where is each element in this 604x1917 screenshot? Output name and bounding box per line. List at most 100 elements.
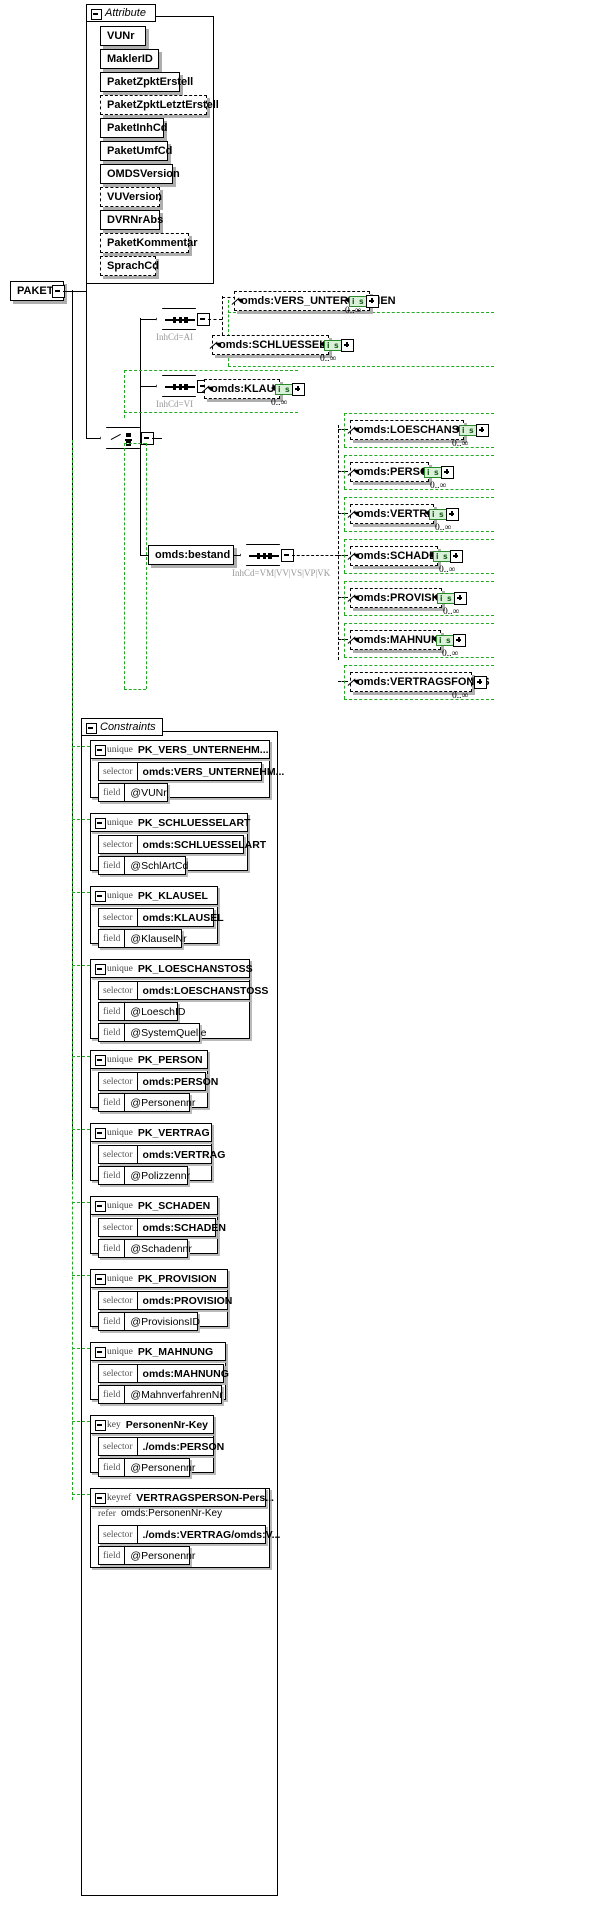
- constraint-header-pk-provision[interactable]: unique PK_PROVISION: [90, 1269, 228, 1288]
- field-value: @SchlArtCd: [130, 859, 189, 872]
- constraint-selector-row[interactable]: selector omds:PERSON: [98, 1072, 218, 1091]
- mahnung-expander-icon[interactable]: [453, 634, 466, 647]
- vertrag-expander-icon[interactable]: [446, 508, 459, 521]
- element-loeschanstoss[interactable]: omds:LOESCHANSTOSS: [350, 420, 489, 440]
- constraint-field-row[interactable]: field @Personennr: [98, 1093, 195, 1112]
- root-element-paket[interactable]: PAKET: [10, 281, 64, 301]
- collapse-icon[interactable]: [95, 1274, 106, 1285]
- attribute-paketinhcd[interactable]: PaketInhCd: [100, 118, 168, 138]
- constraint-selector-row[interactable]: selector omds:SCHLUESSELART: [98, 835, 266, 854]
- schaden-expander-icon[interactable]: [450, 550, 463, 563]
- collapse-icon[interactable]: [95, 1420, 106, 1431]
- constraints-group-title: Constraints: [100, 720, 156, 733]
- schluesselart-expander-icon[interactable]: [341, 339, 354, 352]
- element-person[interactable]: omds:PERSON: [350, 462, 436, 482]
- sequence-compositor-vi[interactable]: [156, 375, 202, 397]
- element-schaden[interactable]: omds:SCHADEN: [350, 546, 444, 566]
- constraints-group-header[interactable]: Constraints: [81, 718, 163, 736]
- constraint-field-row[interactable]: field @Polizzennr: [98, 1166, 190, 1185]
- element-provision[interactable]: omds:PROVISION: [350, 588, 451, 608]
- collapse-icon[interactable]: [95, 818, 106, 829]
- constraint-header-vertragsperson[interactable]: keyref VERTRAGSPERSON-Pers...: [90, 1488, 274, 1507]
- constraint-selector-row[interactable]: selector omds:MAHNUNG: [98, 1364, 229, 1383]
- attribute-group-header[interactable]: Attribute: [86, 4, 156, 22]
- collapse-icon[interactable]: [95, 964, 106, 975]
- collapse-icon[interactable]: [95, 1347, 106, 1358]
- attribute-dvrnrabs[interactable]: DVRNrAbs: [100, 210, 163, 230]
- collapse-icon[interactable]: [91, 9, 102, 20]
- constraint-field-row[interactable]: field @KlauselNr: [98, 929, 187, 948]
- group-outline: [344, 497, 345, 531]
- sequence-bestand-expander-icon[interactable]: [281, 549, 294, 562]
- constraint-field-row[interactable]: field @SchlArtCd: [98, 856, 188, 875]
- person-expander-icon[interactable]: [441, 466, 454, 479]
- collapse-icon[interactable]: [95, 745, 106, 756]
- constraint-selector-row[interactable]: selector omds:VERTRAG: [98, 1145, 225, 1164]
- connector: [140, 318, 156, 320]
- collapse-icon[interactable]: [95, 891, 106, 902]
- sequence-ai-expander-icon[interactable]: [197, 313, 210, 326]
- group-outline: [344, 489, 494, 490]
- sequence-compositor-bestand[interactable]: [240, 544, 286, 566]
- klausel-expander-icon[interactable]: [292, 383, 305, 396]
- attribute-vunr[interactable]: VUNr: [100, 26, 146, 46]
- attribute-vuversion[interactable]: VUVersion: [100, 187, 162, 207]
- attribute-paketumfcd[interactable]: PaketUmfCd: [100, 141, 172, 161]
- collapse-icon[interactable]: [95, 1201, 106, 1212]
- connector: [208, 318, 222, 320]
- constraint-header-pk-vertrag[interactable]: unique PK_VERTRAG: [90, 1123, 212, 1142]
- attribute-paketkommentar[interactable]: PaketKommentar: [100, 233, 197, 253]
- group-outline: [344, 581, 345, 615]
- collapse-icon[interactable]: [86, 723, 97, 734]
- vertragsfonds-expander-icon[interactable]: [474, 676, 487, 689]
- provision-expander-icon[interactable]: [454, 592, 467, 605]
- constraint-selector-row[interactable]: selector omds:LOESCHANSTOSS: [98, 981, 268, 1000]
- collapse-icon[interactable]: [95, 1493, 106, 1504]
- paket-expander-icon[interactable]: [52, 285, 65, 298]
- constraint-header-pk-person[interactable]: unique PK_PERSON: [90, 1050, 208, 1069]
- constraint-header-personennr-key[interactable]: key PersonenNr-Key: [90, 1415, 214, 1434]
- attribute-sprachcd[interactable]: SprachCd: [100, 256, 159, 276]
- element-mahnung[interactable]: omds:MAHNUNG: [350, 630, 447, 650]
- attribute-label: MaklerID: [107, 52, 153, 65]
- element-vertrag[interactable]: omds:VERTRAG: [350, 504, 444, 524]
- constraint-header-pk-schaden[interactable]: unique PK_SCHADEN: [90, 1196, 218, 1215]
- constraint-selector-row[interactable]: selector omds:KLAUSEL: [98, 908, 224, 927]
- constraint-header-pk-vers-unternehmen[interactable]: unique PK_VERS_UNTERNEHM...: [90, 740, 270, 759]
- element-vertragsfonds[interactable]: omds:VERTRAGSFONDS: [350, 672, 490, 692]
- constraint-header-pk-schluesselart[interactable]: unique PK_SCHLUESSELART: [90, 813, 250, 832]
- attribute-paketzpkterstell[interactable]: PaketZpktErstell: [100, 72, 193, 92]
- connector: [72, 440, 73, 1500]
- sequence-compositor-ai[interactable]: [156, 308, 202, 330]
- vers-unternehmen-expander-icon[interactable]: [366, 295, 379, 308]
- field-label: field: [99, 1003, 126, 1020]
- constraint-field-row[interactable]: field @LoeschID: [98, 1002, 185, 1021]
- constraint-selector-row[interactable]: selector omds:SCHADEN: [98, 1218, 226, 1237]
- loeschanstoss-expander-icon[interactable]: [476, 424, 489, 437]
- attribute-paketzpktletzterstell[interactable]: PaketZpktLetztErstell: [100, 95, 219, 115]
- constraint-field-row[interactable]: field @MahnverfahrenNr: [98, 1385, 223, 1404]
- constraint-field-row[interactable]: field @VUNr: [98, 783, 168, 802]
- collapse-icon[interactable]: [95, 1055, 106, 1066]
- attribute-maklerid[interactable]: MaklerID: [100, 49, 159, 69]
- field-value: @MahnverfahrenNr: [130, 1388, 223, 1401]
- constraint-selector-row[interactable]: selector ./omds:PERSON: [98, 1437, 224, 1456]
- element-schluesselart[interactable]: omds:SCHLUESSELART: [212, 335, 349, 355]
- constraint-header-pk-loeschanstoss[interactable]: unique PK_LOESCHANSTOSS: [90, 959, 253, 978]
- constraint-header-pk-klausel[interactable]: unique PK_KLAUSEL: [90, 886, 218, 905]
- constraint-header-pk-mahnung[interactable]: unique PK_MAHNUNG: [90, 1342, 226, 1361]
- element-bestand[interactable]: omds:bestand: [148, 545, 234, 565]
- cardinality-person: 0..∞: [430, 481, 447, 491]
- element-klausel[interactable]: omds:KLAUSEL: [204, 379, 296, 399]
- constraint-field-row[interactable]: field @SystemQuelle: [98, 1023, 206, 1042]
- field-label: field: [99, 1240, 126, 1257]
- constraint-field-row[interactable]: field @Personennr: [98, 1546, 195, 1565]
- constraint-selector-row[interactable]: selector omds:VERS_UNTERNEHM...: [98, 762, 284, 781]
- constraint-selector-row[interactable]: selector omds:PROVISION: [98, 1291, 232, 1310]
- constraint-field-row[interactable]: field @ProvisionsID: [98, 1312, 200, 1331]
- constraint-selector-row[interactable]: selector ./omds:VERTRAG/omds:V...: [98, 1525, 280, 1544]
- attribute-omdsversion[interactable]: OMDSVersion: [100, 164, 180, 184]
- constraint-field-row[interactable]: field @Personennr: [98, 1458, 195, 1477]
- constraint-field-row[interactable]: field @Schadennr: [98, 1239, 192, 1258]
- collapse-icon[interactable]: [95, 1128, 106, 1139]
